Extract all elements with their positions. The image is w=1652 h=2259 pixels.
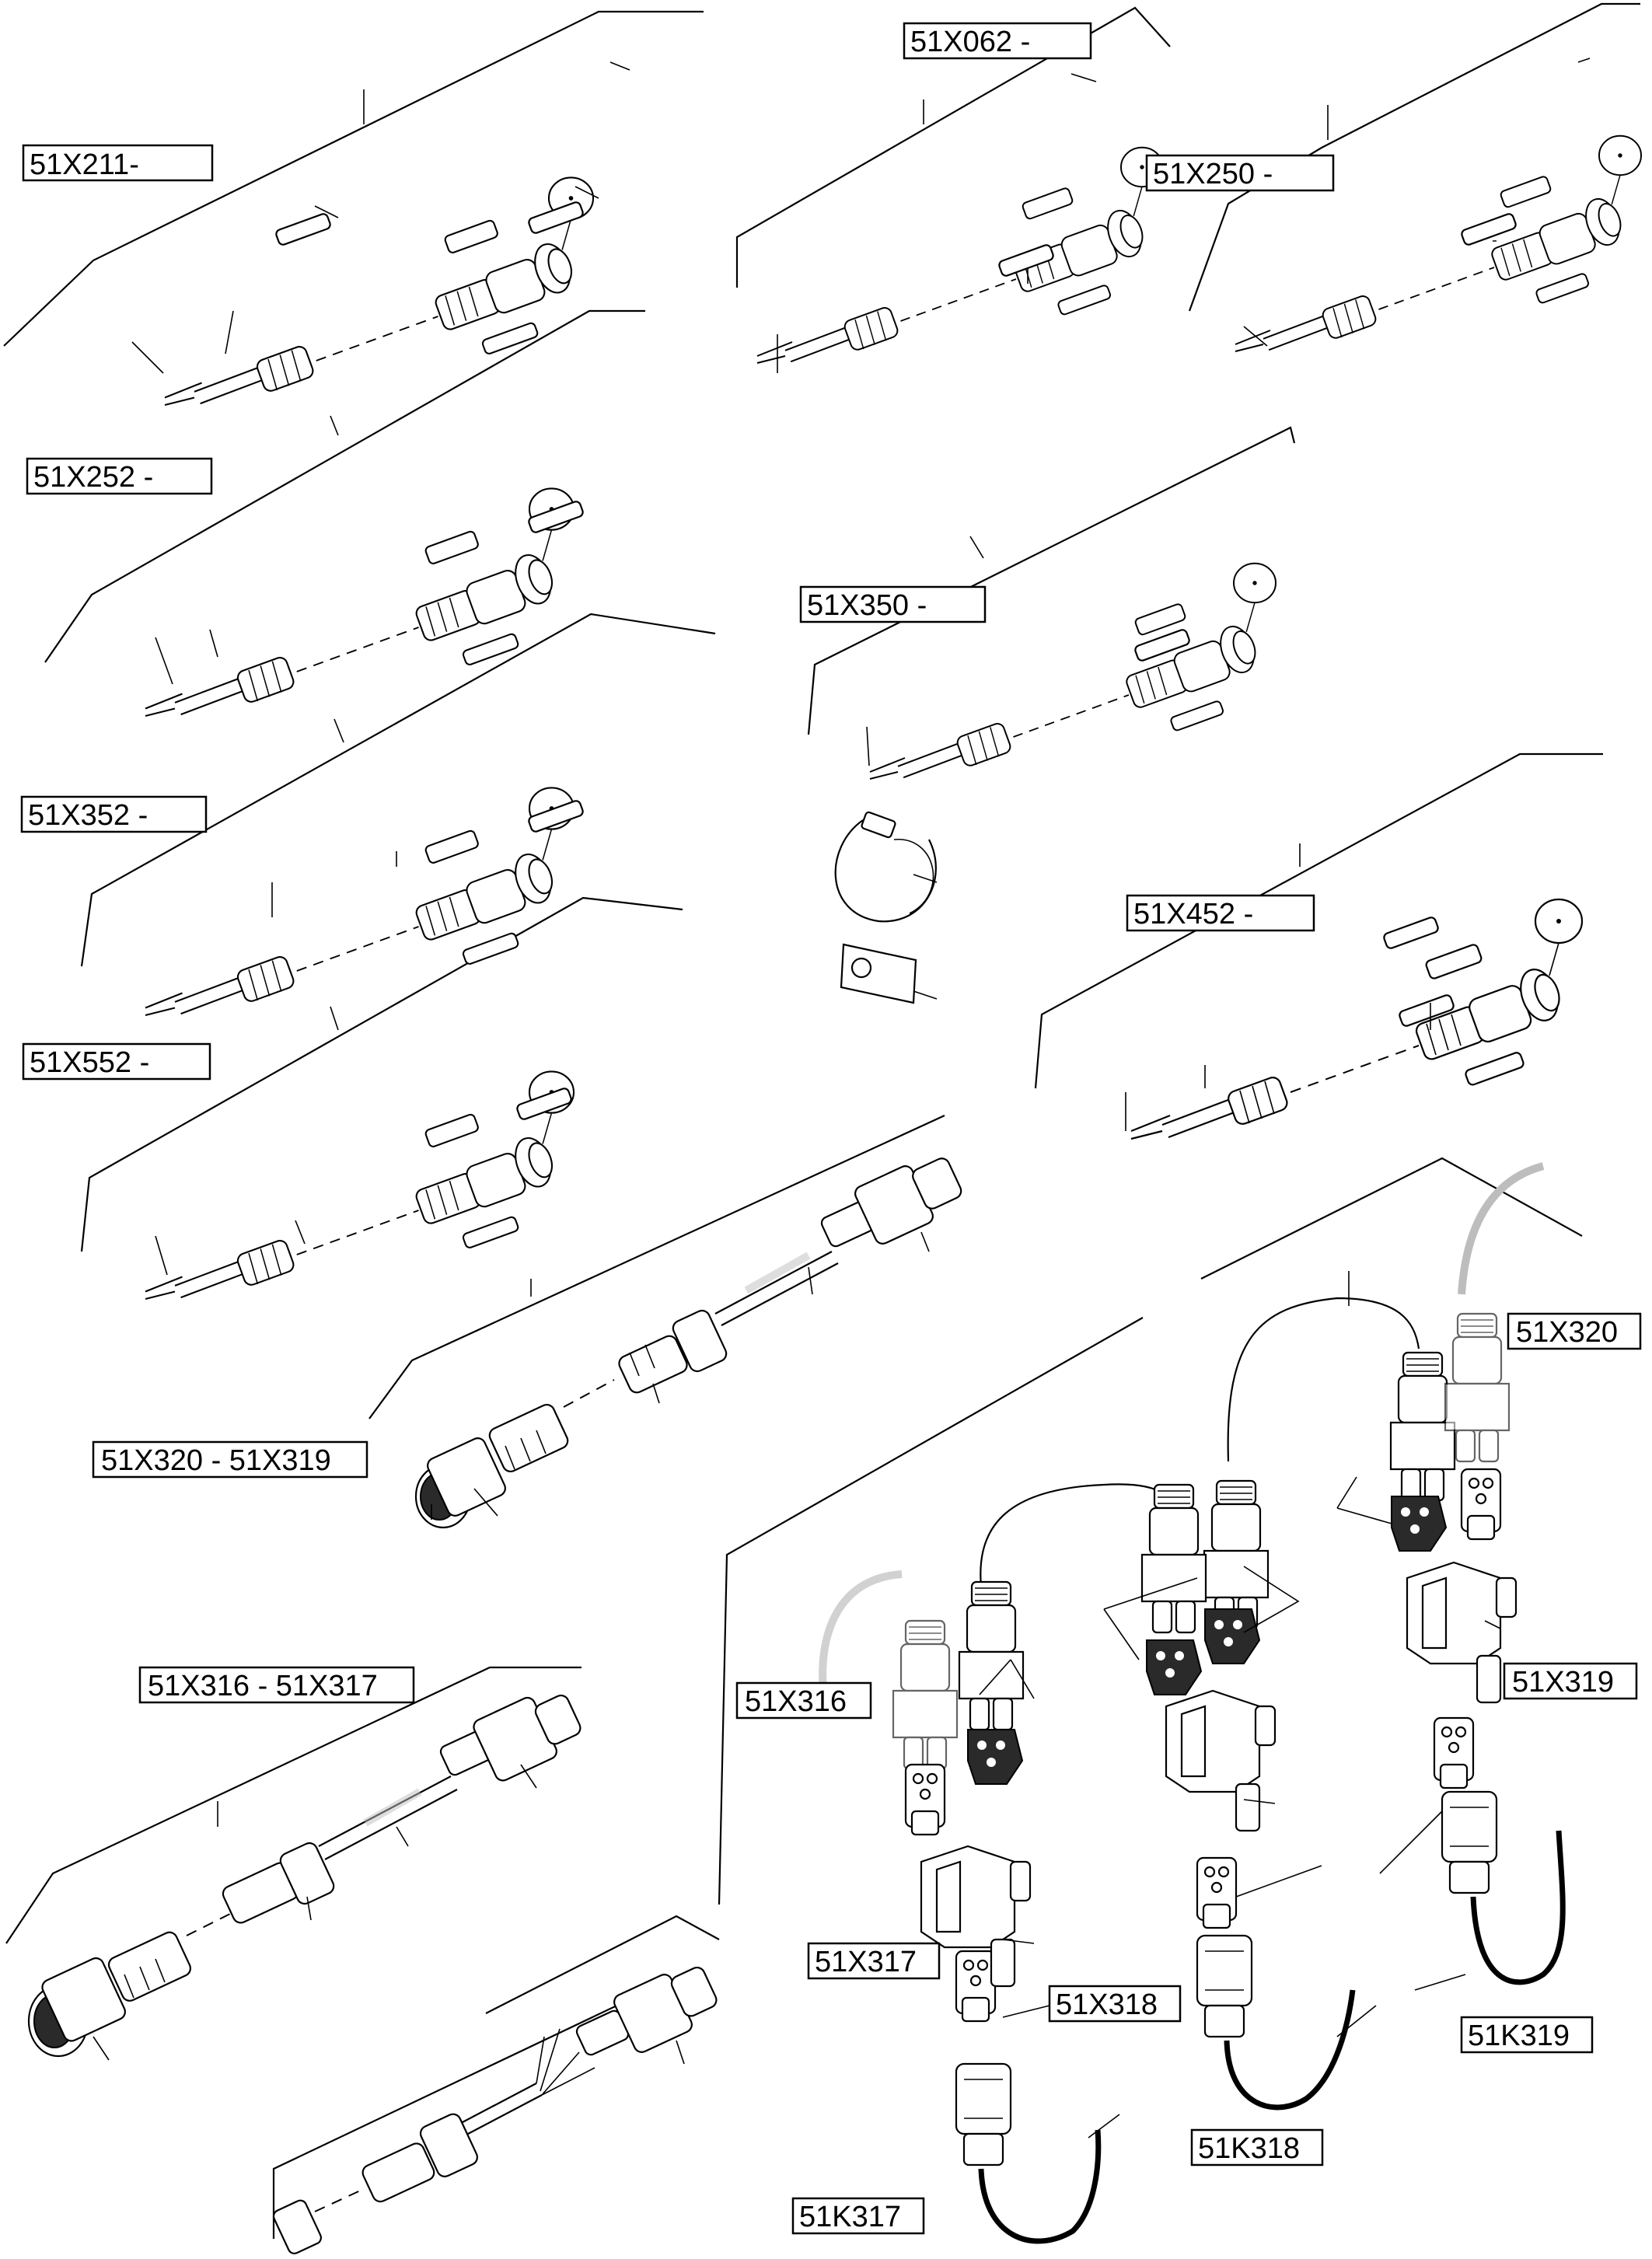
svg-text:51X350 -: 51X350 - [807,589,927,622]
assembly-51x350 [866,562,1277,780]
label-51x552: 51X552 - [22,1042,211,1081]
svg-text:51X319: 51X319 [1512,1666,1614,1699]
assembly-51x250 [1235,58,1642,352]
svg-text:51X320 - 51X319: 51X320 - 51X319 [101,1444,331,1477]
assembly-51x452 [1125,898,1584,1140]
label-51k319: 51K319 [1460,2016,1594,2054]
label-51x211: 51X211- [22,144,214,182]
svg-text:51X316 - 51X317: 51X316 - 51X317 [148,1670,378,1702]
label-51x250: 51X250 - [1145,154,1335,192]
callout-labels: 51X211- 51X062 - 51X250 - 51X252 - 51X35… [20,22,1642,2235]
label-51x319: 51X319 [1503,1662,1638,1700]
label-51k317: 51K317 [791,2197,925,2235]
svg-text:51X352 -: 51X352 - [28,799,148,832]
harness-51x316-51x317 [27,1694,582,2061]
svg-text:51K317: 51K317 [799,2201,901,2233]
svg-text:51X252 -: 51X252 - [33,461,153,494]
svg-text:51K319: 51K319 [1468,2020,1570,2052]
label-51x320-51x319: 51X320 - 51X319 [92,1440,368,1479]
assembly-51x352 [144,787,585,1017]
harness-open-wires [272,1966,718,2254]
svg-text:51X318: 51X318 [1056,1988,1158,2021]
svg-text:51X250 -: 51X250 - [1153,158,1273,190]
svg-text:51X316: 51X316 [745,1685,847,1718]
label-51x316: 51X316 [735,1681,872,1720]
label-51k318: 51K318 [1190,2128,1324,2166]
label-51x062: 51X062 - [903,22,1092,60]
svg-text:51X317: 51X317 [815,1946,917,1978]
svg-text:51X062 -: 51X062 - [910,26,1030,58]
label-51x452: 51X452 - [1126,894,1315,932]
assembly-51x211 [131,61,630,407]
svg-text:51K318: 51K318 [1198,2132,1300,2165]
label-51x318: 51X318 [1048,1985,1182,2023]
label-51x316-51x317: 51X316 - 51X317 [138,1666,415,1704]
label-51x320: 51X320 [1507,1312,1642,1350]
label-tag [840,943,938,1004]
label-51x350: 51X350 - [799,585,987,623]
sensor-cluster [819,1162,1566,2244]
label-51x252: 51X252 - [26,457,213,495]
cable-tie [834,811,938,923]
svg-text:51X452 -: 51X452 - [1133,898,1253,930]
svg-text:51X211-: 51X211- [30,148,139,181]
assembly-51x062 [756,73,1164,373]
assembly-51x252 [144,487,585,718]
assembly-51x552 [144,1070,575,1301]
svg-text:51X552 -: 51X552 - [30,1046,149,1079]
label-51x352: 51X352 - [20,795,208,833]
svg-text:51X320: 51X320 [1516,1316,1618,1349]
harness-51x320-51x319 [414,1157,962,1529]
label-51x317: 51X317 [807,1942,941,1980]
